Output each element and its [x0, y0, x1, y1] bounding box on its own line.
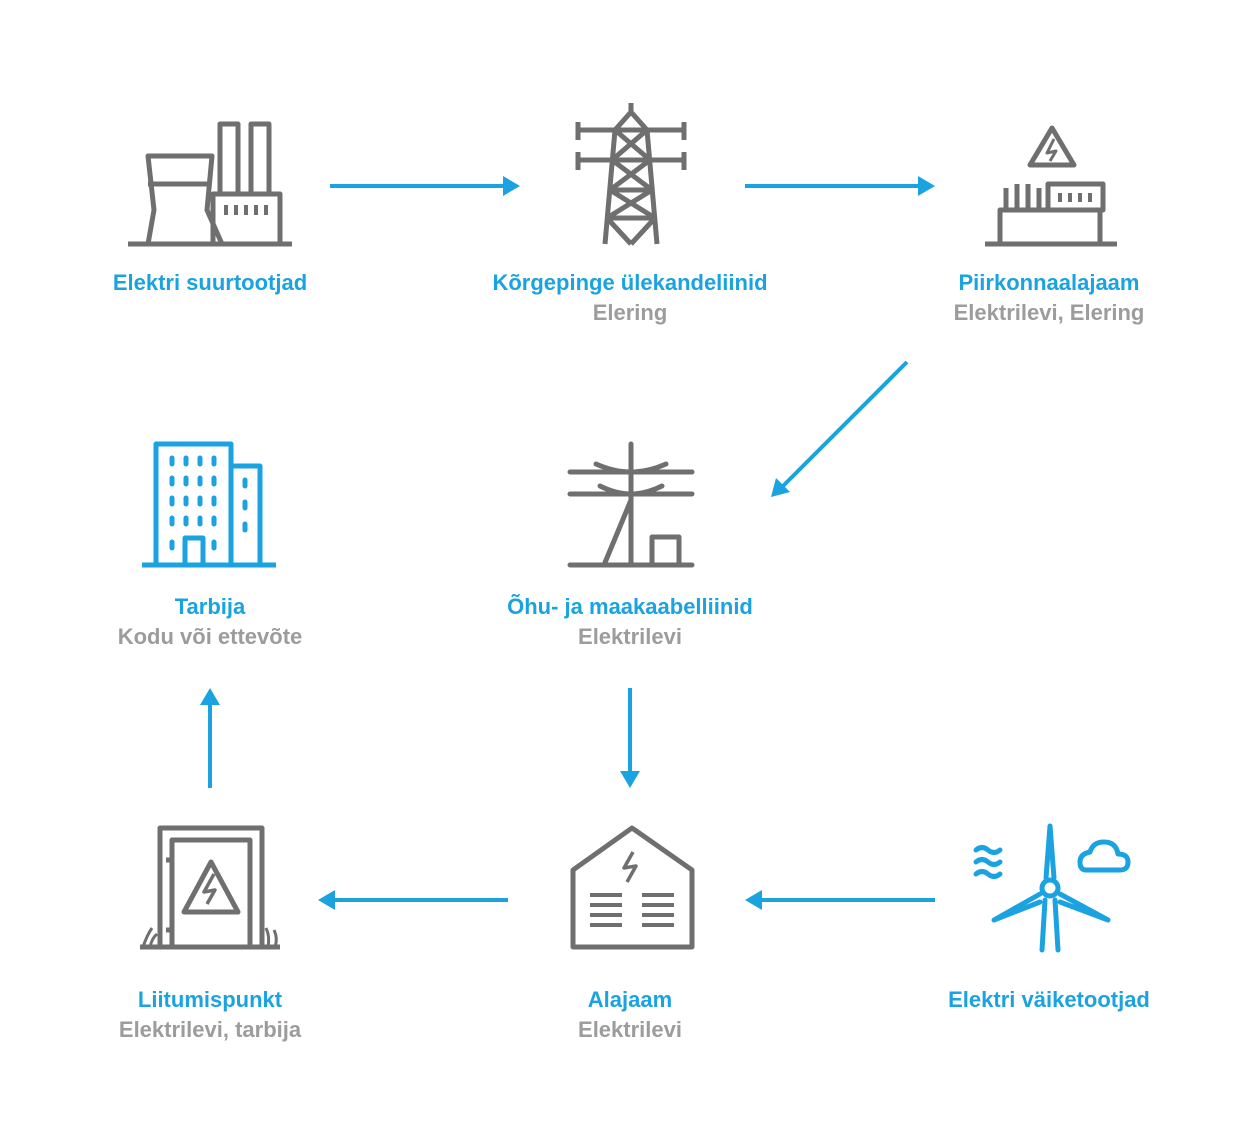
node-subtitle: Elektrilevi — [578, 624, 682, 649]
node-substation: Alajaam Elektrilevi — [450, 985, 810, 1045]
node-transmission-lines: Kõrgepinge ülekandeliinid Elering — [450, 268, 810, 328]
node-title: Elektri suurtootjad — [112, 270, 308, 295]
node-subtitle: Elektrilevi — [578, 1017, 682, 1042]
node-subtitle: Elektrilevi, Elering — [953, 300, 1145, 325]
node-title: Piirkonnaalajaam — [958, 270, 1140, 295]
power-pole-icon — [567, 441, 695, 568]
node-large-producers: Elektri suurtootjad — [30, 268, 390, 298]
arrow-transmission-to-regional-substation — [745, 176, 935, 196]
node-overhead-cable-lines: Õhu- ja maakaabelliinid Elektrilevi — [450, 592, 810, 652]
arrow-small-producers-to-substation — [745, 890, 935, 910]
node-subtitle: Elektrilevi, tarbija — [118, 1017, 302, 1042]
node-subtitle: Elering — [592, 300, 668, 325]
power-plant-icon — [128, 121, 292, 247]
transmission-tower-icon — [575, 103, 687, 246]
arrow-substation-to-connection-point — [318, 890, 508, 910]
node-title: Õhu- ja maakaabelliinid — [507, 594, 753, 619]
regional-substation-icon — [985, 125, 1117, 247]
node-title: Elektri väiketootjad — [948, 987, 1150, 1012]
node-title: Kõrgepinge ülekandeliinid — [492, 270, 768, 295]
node-small-producers: Elektri väiketootjad — [869, 985, 1229, 1015]
node-connection-point: Liitumispunkt Elektrilevi, tarbija — [30, 985, 390, 1045]
arrow-connection-point-to-consumer — [200, 688, 220, 788]
office-building-icon — [142, 441, 276, 568]
substation-house-icon — [570, 825, 695, 950]
node-subtitle: Kodu või ettevõte — [117, 624, 303, 649]
node-consumer: Tarbija Kodu või ettevõte — [30, 592, 390, 652]
arrow-regional-substation-to-cable-lines — [771, 360, 909, 497]
node-title: Liitumispunkt — [137, 987, 283, 1012]
arrow-producers-to-transmission — [330, 176, 520, 196]
node-title: Tarbija — [174, 594, 246, 619]
arrow-cable-lines-to-substation — [620, 688, 640, 788]
connection-cabinet-icon — [140, 825, 280, 950]
node-regional-substation: Piirkonnaalajaam Elektrilevi, Elering — [869, 268, 1229, 328]
wind-turbine-icon — [973, 823, 1131, 953]
node-title: Alajaam — [587, 987, 673, 1012]
